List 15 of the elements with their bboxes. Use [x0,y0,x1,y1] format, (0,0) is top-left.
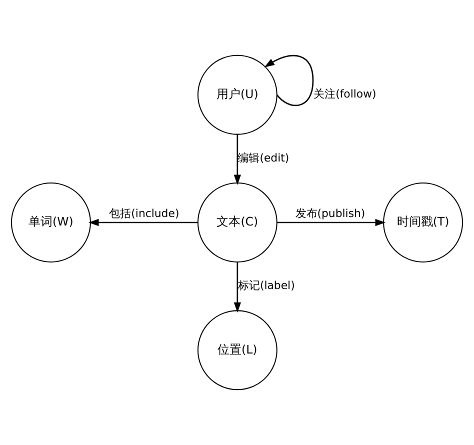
arrow [264,55,314,106]
node-circle: 单词(W) [10,182,91,262]
arrow [88,218,198,226]
edge-label: 标记(label) [238,279,295,292]
edge-label: 编辑(edit) [238,152,290,165]
node-circle: 用户(U) [197,54,278,135]
node-circle: 文本(C) [197,182,278,262]
edge-label: 发布(publish) [295,206,366,220]
edge-label: 关注(follow) [314,88,376,101]
edge-label: 包括(include) [109,206,180,220]
arrow [277,218,386,226]
arrow [234,262,242,313]
arrow [234,134,242,185]
node-circle: 位置(L) [197,310,278,390]
node-circle: 时间戳(T) [383,182,464,262]
